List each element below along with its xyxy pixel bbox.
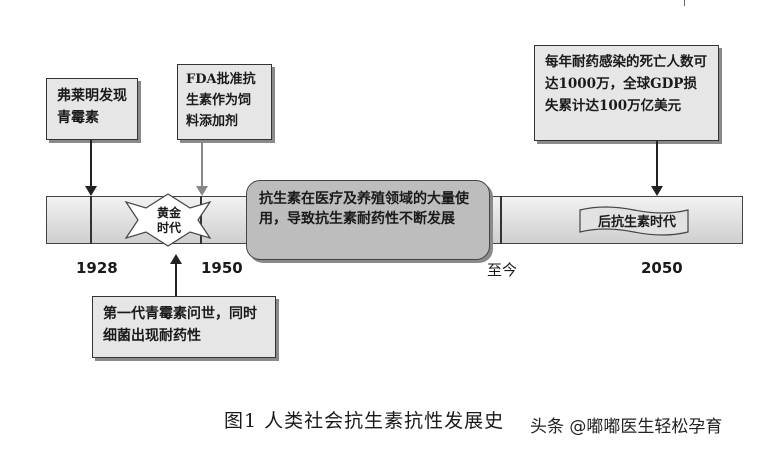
corner-tick [684,0,685,6]
first-gen-box: 第一代青霉素问世，同时细菌出现耐药性 [92,296,276,358]
fda-text: FDA批准抗生素作为饲料添加剂 [186,72,256,129]
year-now: 至今 [487,261,518,279]
timeline-tick-now [500,196,502,244]
timeline-tick-1950 [200,196,202,244]
fleming-arrow-head [85,186,97,196]
figure-caption: 图1 人类社会抗生素抗性发展史 [224,410,505,432]
post-antibiotic-label: 后抗生素时代 [597,215,676,230]
deaths-text: 每年耐药感染的死亡人数可达1000万，全球GDP损失累计达100万亿美元 [545,54,707,114]
fda-arrow-head [196,186,208,196]
golden-age-label: 黄金时代 [156,206,181,235]
fleming-box: 弗莱明发现青霉素 [46,78,138,140]
timeline-tick-1928 [90,196,92,244]
post-antibiotic-banner [579,206,689,236]
deaths-box: 每年耐药感染的死亡人数可达1000万，全球GDP损失累计达100万亿美元 [534,45,719,141]
year-1950: 1950 [201,259,243,277]
fda-box: FDA批准抗生素作为饲料添加剂 [177,64,272,140]
fleming-arrow-line [90,140,92,186]
fda-arrow-line [201,140,203,186]
first-gen-text: 第一代青霉素问世，同时细菌出现耐药性 [103,306,257,344]
widespread-use-text: 抗生素在医疗及养殖领域的大量使用，导致抗生素耐药性不断发展 [259,191,469,227]
first-gen-arrow-head [170,254,182,264]
fleming-text: 弗莱明发现青霉素 [57,88,127,126]
year-2050: 2050 [641,259,683,277]
widespread-use-box: 抗生素在医疗及养殖领域的大量使用，导致抗生素耐药性不断发展 [246,180,490,260]
deaths-arrow-line [656,141,658,186]
first-gen-arrow-line [175,264,177,296]
watermark: 头条 @嘟嘟医生轻松孕育 [530,417,723,437]
golden-age-star [124,193,212,247]
deaths-arrow-head [651,186,663,196]
year-1928: 1928 [76,259,118,277]
